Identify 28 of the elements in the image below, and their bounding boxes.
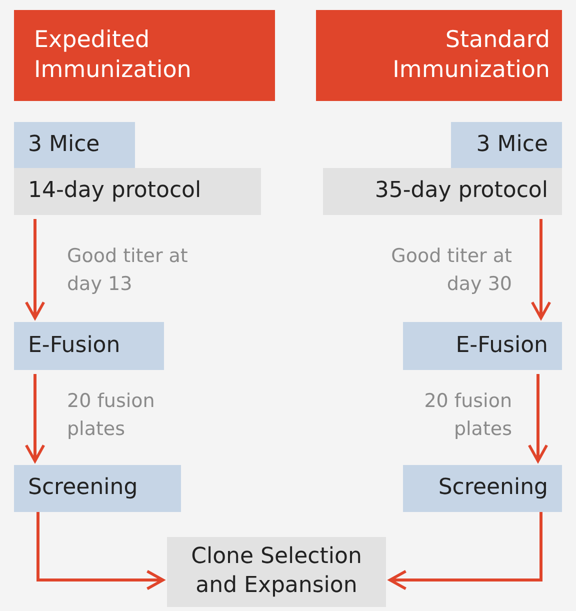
arrow — [24, 219, 46, 320]
step-label: 14-day protocol — [28, 177, 202, 206]
step-label: 3 Mice — [28, 130, 100, 159]
header-text: Standard Immunization — [392, 26, 550, 84]
step-label: 35-day protocol — [374, 177, 548, 206]
step-box — [14, 168, 261, 215]
step-label: E-Fusion — [456, 332, 548, 360]
step-box — [323, 168, 562, 215]
arrow — [528, 374, 548, 462]
header-banner — [14, 10, 275, 101]
step-label: Screening — [438, 474, 548, 502]
step-box — [14, 122, 135, 168]
arrow — [530, 219, 552, 320]
step-label: Clone Selection and Expansion — [190, 543, 363, 600]
step-box — [14, 322, 164, 370]
step-box — [403, 465, 562, 512]
step-label: Screening — [28, 474, 138, 502]
step-box — [167, 537, 386, 607]
step-label: 3 Mice — [476, 130, 548, 159]
step-box — [14, 465, 181, 512]
arrow — [388, 512, 542, 590]
header-text: Expedited Immunization — [34, 26, 192, 84]
step-label: E-Fusion — [28, 332, 120, 360]
step-box — [403, 322, 562, 370]
header-banner — [316, 10, 562, 101]
step-box — [451, 122, 562, 168]
arrow — [24, 374, 46, 462]
arrow — [36, 512, 164, 590]
